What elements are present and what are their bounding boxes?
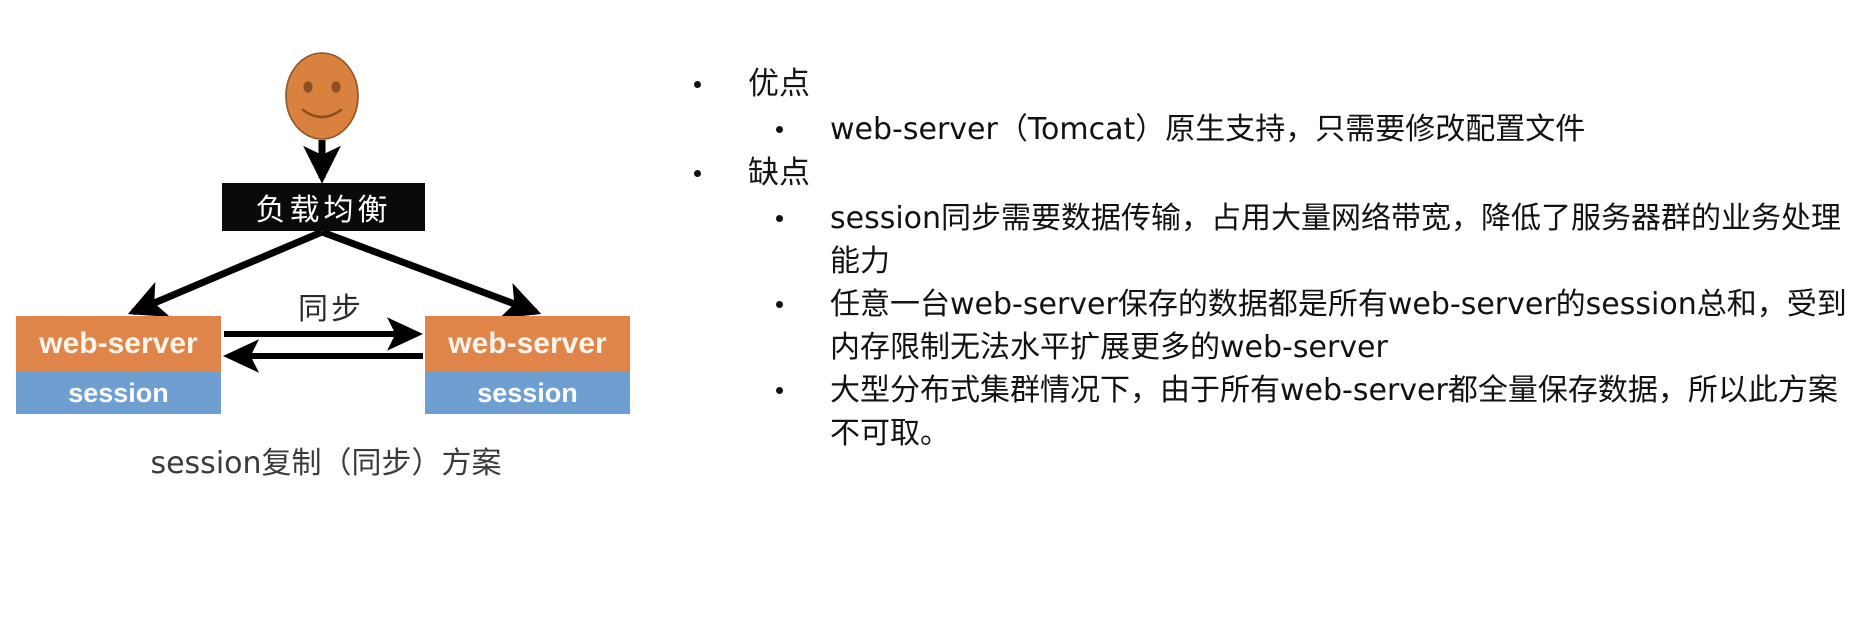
session-node-left: session (16, 372, 221, 414)
sync-label: 同步 (298, 292, 364, 327)
bullet-dot-icon (776, 387, 783, 394)
section-title-text: 缺点 (748, 155, 810, 191)
diagram-vector-layer (127, 52, 542, 373)
bullet-item-pros-1: web-server（Tomcat）原生支持，只需要修改配置文件 (680, 108, 1850, 151)
bullet-content-panel: 优点 web-server（Tomcat）原生支持，只需要修改配置文件 缺点 s… (680, 62, 1856, 582)
bullet-dot-icon (776, 215, 783, 222)
bullet-dot-icon (776, 126, 783, 133)
arrow-loadbalancer-to-server-left (127, 228, 324, 317)
bullet-dot-icon (694, 81, 701, 88)
load-balancer-node: 负载均衡 (222, 183, 425, 231)
bullet-item-cons-2: 任意一台web-server保存的数据都是所有web-server的sessio… (680, 283, 1850, 369)
bullet-item-text: 任意一台web-server保存的数据都是所有web-server的sessio… (830, 287, 1847, 365)
diagram-caption: session复制（同步）方案 (150, 446, 502, 481)
arrow-loadbalancer-to-server-right (320, 228, 542, 319)
web-server-node-left: web-server (16, 316, 221, 372)
bullet-item-text: 大型分布式集群情况下，由于所有web-server都全量保存数据，所以此方案不可… (830, 373, 1838, 451)
bullet-item-cons-1: session同步需要数据传输，占用大量网络带宽，降低了服务器群的业务处理能力 (680, 197, 1850, 283)
bullet-section-title-cons: 缺点 (680, 151, 1856, 195)
session-replication-diagram: 负载均衡 web-server session web-server sessi… (0, 0, 700, 628)
web-server-node-right: web-server (425, 316, 630, 372)
session-node-right: session (425, 372, 630, 414)
bullet-dot-icon (694, 170, 701, 177)
smiley-face-icon (285, 52, 359, 140)
section-title-text: 优点 (748, 66, 810, 102)
bullet-dot-icon (776, 301, 783, 308)
bullet-item-text: session同步需要数据传输，占用大量网络带宽，降低了服务器群的业务处理能力 (830, 201, 1842, 279)
bullet-item-cons-3: 大型分布式集群情况下，由于所有web-server都全量保存数据，所以此方案不可… (680, 369, 1850, 455)
bullet-section-title-pros: 优点 (680, 62, 1856, 106)
bullet-item-text: web-server（Tomcat）原生支持，只需要修改配置文件 (830, 112, 1586, 147)
